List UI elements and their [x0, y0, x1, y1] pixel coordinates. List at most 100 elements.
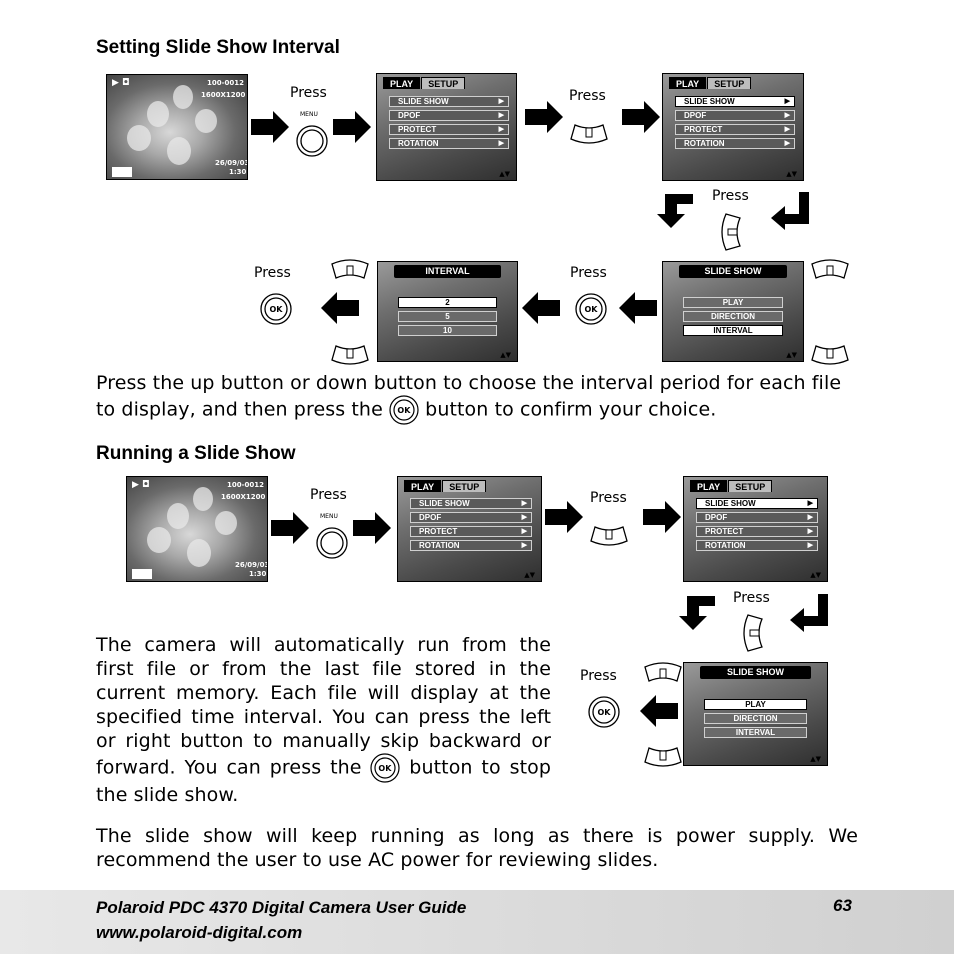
footer-url[interactable]: www.polaroid-digital.com: [96, 923, 302, 943]
battery-icon: [112, 167, 132, 177]
file-number: 100-0012: [227, 481, 264, 489]
menu-button-icon: [296, 125, 330, 159]
page-number: 63: [833, 896, 852, 916]
arrow-right-icon: [271, 528, 311, 562]
menu-item: ROTATION▶: [696, 540, 818, 551]
arrow-right-icon: [251, 127, 291, 161]
interval-screen: INTERVAL 2 5 10 ▲▼: [377, 261, 518, 362]
menu-item: DPOF▶: [410, 512, 532, 523]
arrow-left-icon: [619, 292, 659, 326]
press-label: Press: [570, 265, 607, 281]
play-mode-icon: ▶ ◘: [112, 78, 130, 88]
arrow-down-left-icon: [657, 190, 697, 230]
arrow-right-icon: [353, 528, 393, 562]
svg-text:OK: OK: [585, 305, 599, 314]
press-label: Press: [569, 88, 606, 104]
arrow-right-icon: [545, 517, 585, 551]
svg-text:OK: OK: [397, 406, 411, 415]
menu-item: SLIDE SHOW▶: [410, 498, 532, 509]
instruction-paragraph-3: The slide show will keep running as long…: [96, 824, 858, 872]
instruction-paragraph-2: The camera will automatically run from t…: [96, 633, 551, 807]
time: 1:30: [249, 570, 266, 578]
menu-button-icon: [316, 527, 350, 561]
interval-option-selected: 2: [398, 297, 497, 308]
menu-item: DPOF▶: [389, 110, 509, 121]
scroll-indicator-icon: ▲▼: [499, 170, 510, 178]
tab-setup: SETUP: [707, 77, 751, 89]
down-button-icon: [590, 520, 630, 550]
interval-option: 10: [398, 325, 497, 336]
right-button-icon: [718, 212, 748, 252]
down-button-icon: [570, 118, 610, 148]
arrow-right-icon: [525, 117, 565, 151]
ok-button-icon: OK: [588, 696, 622, 730]
slide-show-option: DIRECTION: [683, 311, 783, 322]
arrow-right-icon: [643, 517, 683, 551]
scroll-indicator-icon: ▲▼: [524, 571, 535, 579]
press-label: Press: [580, 668, 617, 684]
interval-option: 5: [398, 311, 497, 322]
press-label: Press: [733, 590, 770, 606]
scroll-indicator-icon: ▲▼: [810, 571, 821, 579]
arrow-down-right-icon: [790, 592, 830, 632]
svg-text:OK: OK: [379, 764, 393, 773]
date: 26/09/03: [235, 561, 268, 569]
section-heading-running: Running a Slide Show: [96, 443, 296, 465]
play-mode-icon: ▶ ◘: [132, 480, 150, 490]
tab-setup: SETUP: [421, 77, 465, 89]
time: 1:30: [229, 168, 246, 176]
photo-preview: ▶ ◘ 100-0012 1600X1200 26/09/03 1:30: [106, 74, 248, 180]
menu-item: PROTECT▶: [696, 526, 818, 537]
menu-item: PROTECT▶: [675, 124, 795, 135]
scroll-indicator-icon: ▲▼: [810, 755, 821, 763]
svg-text:OK: OK: [270, 305, 284, 314]
file-number: 100-0012: [207, 79, 244, 87]
resolution: 1600X1200: [221, 493, 265, 501]
menu-item: PROTECT▶: [389, 124, 509, 135]
battery-icon: [132, 569, 152, 579]
arrow-down-left-icon: [679, 592, 719, 632]
arrow-left-icon: [321, 292, 361, 326]
up-button-icon: [641, 659, 685, 689]
arrow-right-icon: [333, 127, 373, 161]
slide-show-title: SLIDE SHOW: [679, 265, 787, 278]
photo-preview: ▶ ◘ 100-0012 1600X1200 26/09/03 1:30: [126, 476, 268, 582]
slide-show-option: INTERVAL: [704, 727, 807, 738]
menu-item: SLIDE SHOW▶: [389, 96, 509, 107]
resolution: 1600X1200: [201, 91, 245, 99]
date: 26/09/03: [215, 159, 248, 167]
tab-play: PLAY: [669, 77, 706, 89]
page-footer: Polaroid PDC 4370 Digital Camera User Gu…: [0, 890, 954, 954]
ok-button-icon: OK: [389, 395, 419, 425]
press-label: Press: [254, 265, 291, 281]
menu-item-selected: SLIDE SHOW▶: [675, 96, 795, 107]
up-button-icon: [328, 256, 372, 286]
menu-item: ROTATION▶: [410, 540, 532, 551]
scroll-indicator-icon: ▲▼: [786, 170, 797, 178]
menu-item: ROTATION▶: [675, 138, 795, 149]
scroll-indicator-icon: ▲▼: [786, 351, 797, 359]
svg-text:OK: OK: [598, 708, 612, 717]
down-button-icon: [808, 340, 852, 370]
slide-show-title: SLIDE SHOW: [700, 666, 811, 679]
arrow-left-icon: [522, 292, 562, 326]
instruction-paragraph-1: Press the up button or down button to ch…: [96, 371, 866, 425]
tab-play: PLAY: [383, 77, 420, 89]
right-button-icon: [740, 613, 770, 653]
press-label: Press: [590, 490, 627, 506]
slide-show-menu-screen: SLIDE SHOW PLAY DIRECTION INTERVAL ▲▼: [662, 261, 804, 362]
slide-show-option-selected: PLAY: [704, 699, 807, 710]
arrow-left-icon: [640, 695, 680, 729]
interval-title: INTERVAL: [394, 265, 501, 278]
down-button-icon: [641, 742, 685, 772]
footer-title: Polaroid PDC 4370 Digital Camera User Gu…: [96, 898, 466, 918]
menu-item: DPOF▶: [675, 110, 795, 121]
press-label: Press: [310, 487, 347, 503]
press-label: Press: [290, 85, 327, 101]
ok-button-icon: OK: [370, 753, 400, 783]
press-label: Press: [712, 188, 749, 204]
ok-button-icon: OK: [575, 293, 609, 327]
